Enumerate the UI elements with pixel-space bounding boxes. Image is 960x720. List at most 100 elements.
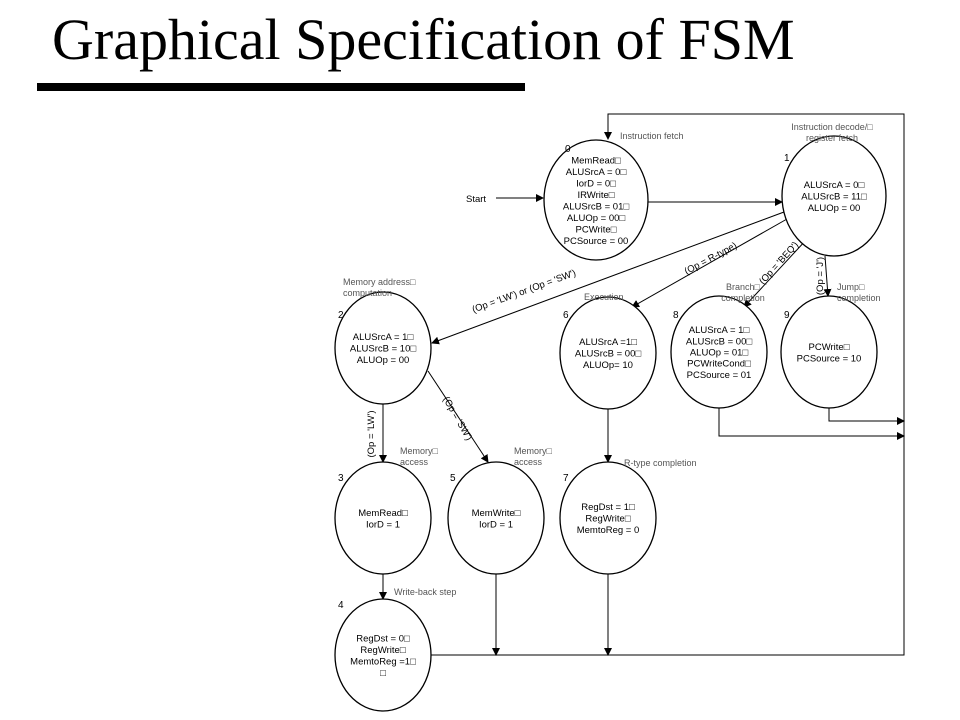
transition-label: (Op = R-type): [683, 240, 739, 277]
state-output-line: IorD = 1: [366, 519, 400, 530]
title-underline: [37, 83, 525, 91]
state-caption: Branch□: [726, 282, 761, 292]
state-output-line: ALUOp = 01□: [690, 348, 749, 359]
state-output-line: PCWriteCond□: [687, 359, 751, 370]
state-number: 1: [784, 153, 790, 164]
state-caption: Execution: [584, 292, 624, 302]
state-caption: Memory□: [400, 446, 439, 456]
state-output-line: MemtoReg = 0: [577, 525, 640, 536]
state-number: 5: [450, 473, 456, 484]
state-output-line: ALUOp = 00: [808, 203, 861, 214]
state-output-line: ALUOp = 00□: [567, 213, 626, 224]
transition-1-to-6: [631, 218, 788, 308]
state-output-line: RegDst = 0□: [356, 633, 410, 644]
state-output-line: ALUSrcA = 0□: [566, 167, 627, 178]
transition-1-to-2: [431, 211, 785, 345]
state-number: 7: [563, 473, 569, 484]
state-output-line: IorD = 0□: [576, 178, 616, 189]
state-output-line: RegDst = 1□: [581, 502, 635, 513]
state-caption: Instruction decode/□: [791, 122, 873, 132]
state-circle: [543, 139, 649, 261]
state-number: 0: [565, 144, 571, 155]
state-output-line: PCSource = 00: [564, 236, 629, 247]
state-circle: [334, 291, 432, 405]
state-output-line: ALUSrcB = 00□: [575, 349, 641, 360]
transition-8-to-0: [718, 408, 905, 440]
state-output-line: PCWrite□: [576, 224, 617, 235]
transition-label: (Op = 'SW'): [440, 395, 474, 443]
transition-1-to-8: [743, 238, 808, 308]
state-circle: [447, 461, 545, 575]
state-caption: Jump□: [837, 282, 865, 292]
transition-4-to-0: [431, 113, 905, 656]
state-output-line: RegWrite□: [360, 645, 405, 656]
state-number: 3: [338, 473, 344, 484]
transition-9-to-0: [828, 408, 905, 425]
state-output-line: MemRead□: [571, 155, 621, 166]
state-caption: completion: [837, 293, 881, 303]
state-circle: [781, 135, 887, 257]
state-number: 2: [338, 310, 344, 321]
transition-label: (Op = 'J'): [815, 257, 826, 295]
state-output-line: ALUSrcB = 10□: [350, 344, 416, 355]
state-caption: computation: [343, 288, 392, 298]
state-output-line: ALUSrcA = 1□: [689, 325, 750, 336]
state-circle: [334, 598, 432, 712]
state-circle: [559, 461, 657, 575]
state-output-line: PCWrite□: [809, 342, 850, 353]
state-output-line: ALUOp = 00: [357, 355, 410, 366]
state-output-line: RegWrite□: [585, 514, 630, 525]
state-caption: access: [514, 457, 543, 467]
state-caption: Instruction fetch: [620, 131, 684, 141]
transition-label: (Op = 'BEQ'): [757, 240, 801, 287]
slide-title: Graphical Specification of FSM: [52, 7, 795, 72]
state-output-line: ALUOp= 10: [583, 360, 633, 371]
state-output-line: MemRead□: [358, 508, 408, 519]
state-circle: [559, 296, 657, 410]
state-number: 6: [563, 310, 569, 321]
state-output-line: MemWrite□: [472, 508, 521, 519]
transition-label: (Op = 'LW'): [366, 411, 377, 458]
state-circle: [670, 295, 768, 409]
transition-2-to-5: [427, 370, 489, 463]
state-output-line: ALUSrcB = 00□: [686, 336, 752, 347]
state-number: 4: [338, 600, 344, 611]
state-output-line: PCSource = 01: [687, 370, 752, 381]
state-output-line: IorD = 1: [479, 519, 513, 530]
state-output-line: PCSource = 10: [797, 353, 862, 364]
state-output-line: □: [380, 668, 386, 679]
state-caption: register fetch: [806, 133, 858, 143]
state-caption: Memory□: [514, 446, 553, 456]
state-circle: [780, 295, 878, 409]
state-caption: completion: [721, 293, 765, 303]
state-output-line: ALUSrcA = 0□: [804, 180, 865, 191]
state-caption: access: [400, 457, 429, 467]
state-output-line: IRWrite□: [577, 190, 614, 201]
transition-1-to-9: [823, 255, 832, 297]
state-caption: Memory address□: [343, 277, 416, 287]
start-label: Start: [466, 194, 486, 205]
state-caption: R-type completion: [624, 458, 697, 468]
state-caption: Write-back step: [394, 587, 456, 597]
state-number: 8: [673, 310, 679, 321]
state-number: 9: [784, 310, 790, 321]
state-output-line: ALUSrcB = 01□: [563, 201, 629, 212]
state-1: 1 Instruction decode/□register fetchALUSr…: [781, 122, 887, 257]
transition-wires: [379, 113, 905, 656]
state-circle: [334, 461, 432, 575]
state-output-line: MemtoReg =1□: [350, 656, 416, 667]
state-output-line: ALUSrcA = 1□: [353, 332, 414, 343]
state-output-line: ALUSrcB = 11□: [801, 192, 867, 203]
state-output-line: ALUSrcA =1□: [579, 337, 637, 348]
